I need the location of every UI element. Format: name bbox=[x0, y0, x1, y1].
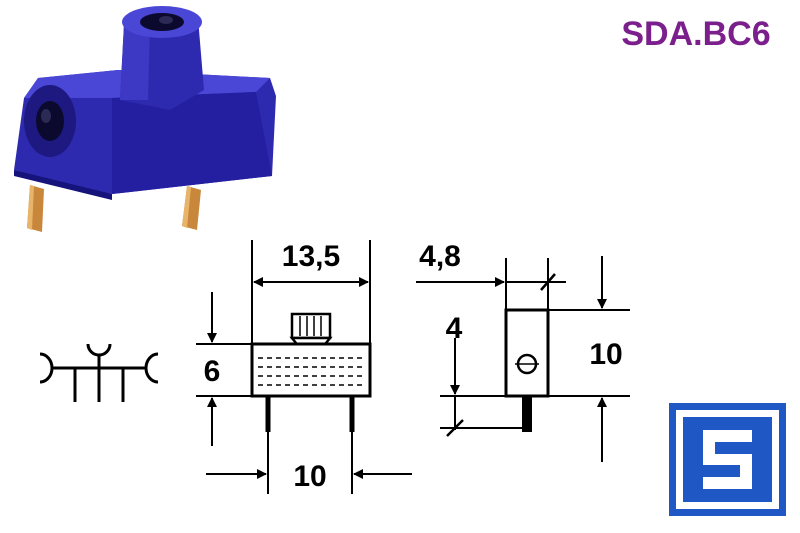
dim-width-label: 13,5 bbox=[282, 240, 340, 273]
schematic-symbol bbox=[39, 343, 159, 402]
dim-side-height-label: 10 bbox=[589, 338, 622, 371]
side-view: 4,8 10 4 bbox=[416, 240, 630, 462]
dim-pin-spacing-label: 10 bbox=[293, 460, 326, 493]
brand-logo bbox=[669, 403, 786, 516]
product-photo bbox=[14, 6, 276, 232]
dim-depth-label: 4,8 bbox=[419, 240, 461, 273]
front-body bbox=[250, 342, 372, 398]
side-body bbox=[504, 308, 550, 398]
front-view: 13,5 6 10 bbox=[196, 240, 412, 494]
dim-height-label: 6 bbox=[204, 355, 221, 388]
dim-side-offset-label: 4 bbox=[446, 312, 463, 345]
product-code: SDA.BC6 bbox=[621, 15, 770, 53]
